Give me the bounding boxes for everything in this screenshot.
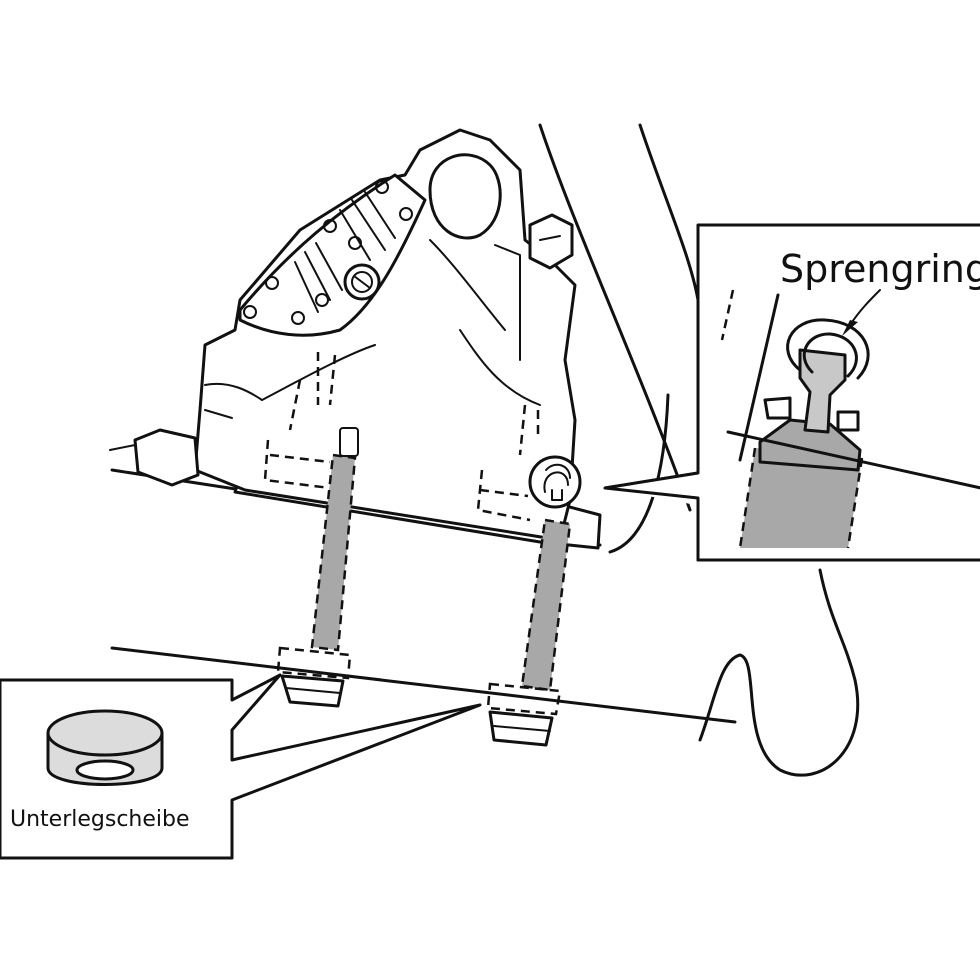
snap-ring-label: Sprengring bbox=[780, 247, 980, 291]
pad-pin-screw bbox=[343, 263, 381, 301]
frame-outline bbox=[538, 123, 860, 777]
bolt-washer-right bbox=[486, 682, 562, 747]
washer-label: Unterlegscheibe bbox=[10, 807, 190, 832]
bolt-washer-left bbox=[276, 646, 352, 708]
washer-icon bbox=[46, 709, 164, 786]
snap-ring-marker bbox=[528, 455, 582, 509]
pad-holder-holes bbox=[243, 180, 413, 325]
mounting-bolt-right bbox=[520, 518, 572, 692]
snap-ring-detail-bolt bbox=[738, 289, 881, 549]
washer-callout: Unterlegscheibe bbox=[0, 673, 482, 860]
snap-ring-callout: Sprengring bbox=[603, 223, 980, 562]
hose-fitting bbox=[109, 428, 200, 487]
mounting-bolt-left bbox=[310, 427, 359, 652]
brake-caliper bbox=[109, 128, 577, 542]
hidden-bolt-holes bbox=[263, 352, 540, 522]
pad-holder-ribs bbox=[294, 191, 396, 313]
bleed-nipple bbox=[528, 213, 574, 270]
